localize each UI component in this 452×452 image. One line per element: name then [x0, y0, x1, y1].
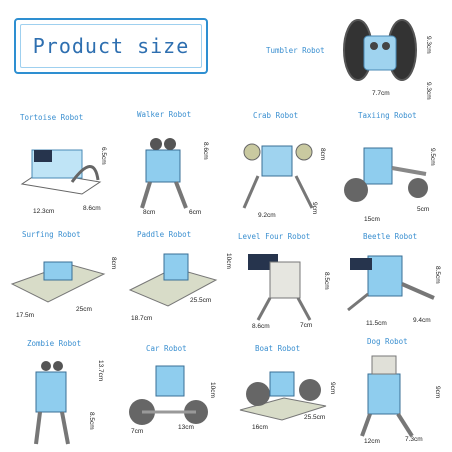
dim-tortoise-3: 6.5cm [100, 147, 107, 165]
dim-zombie-1: 8.5cm [88, 412, 95, 430]
robot-label-surfing: Surfing Robot [22, 230, 81, 239]
dim-level-four-1: 8.6cm [252, 323, 270, 330]
dim-paddle-3: 10cm [225, 253, 232, 269]
robot-label-zombie: Zombie Robot [27, 339, 82, 348]
dim-taxiing-3: 9.5cm [429, 148, 436, 166]
product-size-banner: Product size [14, 18, 208, 74]
banner-title: Product size [32, 34, 190, 58]
dim-tortoise-2: 8.6cm [83, 205, 101, 212]
dim-dog-3: 9cm [434, 386, 441, 399]
dim-crab-2: 9cm [311, 202, 318, 215]
dim-taxiing-1: 15cm [364, 216, 380, 223]
robot-label-beetle: Beetle Robot [363, 232, 418, 241]
dim-tumbler-1: 7.7cm [372, 90, 390, 97]
dim-walker-3: 8.6cm [202, 142, 209, 160]
robot-label-tumbler: Tumbler Robot [266, 46, 325, 55]
robot-image-paddle [124, 240, 220, 310]
robot-image-level-four [240, 242, 320, 322]
robot-label-tortoise: Tortoise Robot [20, 113, 84, 122]
robot-label-walker: Walker Robot [137, 110, 192, 119]
dim-car-2: 13cm [178, 424, 194, 431]
dim-tortoise-1: 12.3cm [33, 208, 55, 215]
robot-image-walker [128, 130, 198, 210]
dim-taxiing-2: 5cm [417, 206, 430, 213]
dim-crab-1: 9.2cm [258, 212, 276, 219]
robot-label-crab: Crab Robot [253, 111, 299, 120]
dim-car-3: 10cm [209, 382, 216, 398]
robot-label-level-four: Level Four Robot [238, 232, 311, 241]
dim-surfing-2: 25cm [76, 306, 92, 313]
robot-image-crab [238, 130, 318, 212]
robot-label-dog: Dog Robot [367, 337, 408, 346]
dim-tumbler-2: 9.3cm [425, 36, 432, 54]
robot-image-zombie [14, 354, 94, 446]
dim-beetle-3: 8.5cm [434, 266, 441, 284]
dim-paddle-2: 25.5cm [190, 297, 212, 304]
dim-surfing-3: 8cm [110, 257, 117, 270]
dim-dog-1: 12cm [364, 438, 380, 445]
robot-label-boat: Boat Robot [255, 344, 301, 353]
dim-crab-3: 8cm [319, 148, 326, 161]
robot-image-tumbler [340, 8, 420, 88]
robot-image-surfing [8, 244, 108, 308]
dim-zombie-2: 13.7cm [97, 360, 104, 382]
robot-image-tortoise [12, 132, 102, 202]
robot-image-boat [234, 358, 330, 428]
robot-image-beetle [340, 244, 440, 320]
robot-label-paddle: Paddle Robot [137, 230, 192, 239]
dim-boat-2: 25.5cm [304, 414, 326, 421]
dim-car-1: 7cm [131, 428, 144, 435]
robot-image-taxiing [342, 128, 432, 212]
dim-boat-3: 9cm [329, 382, 336, 395]
dim-level-four-3: 8.5cm [323, 272, 330, 290]
dim-boat-1: 16cm [252, 424, 268, 431]
dim-paddle-1: 18.7cm [131, 315, 153, 322]
dim-beetle-2: 9.4cm [413, 317, 431, 324]
dim-tumbler-3: 9.3cm [425, 82, 432, 100]
dim-walker-2: 6cm [189, 209, 202, 216]
dim-level-four-2: 7cm [300, 322, 313, 329]
robot-image-dog [352, 346, 426, 438]
robot-label-car: Car Robot [146, 344, 187, 353]
dim-walker-1: 8cm [143, 209, 156, 216]
dim-beetle-1: 11.5cm [366, 320, 387, 327]
dim-surfing-1: 17.5m [16, 312, 35, 319]
robot-label-taxiing: Taxiing Robot [358, 111, 417, 120]
dim-dog-2: 7.3cm [405, 436, 423, 443]
robot-image-car [126, 356, 210, 434]
